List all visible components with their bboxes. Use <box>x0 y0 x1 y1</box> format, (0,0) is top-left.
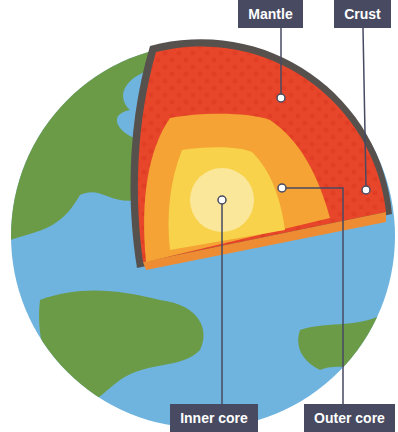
label-text: Crust <box>344 6 381 22</box>
label-tag: Inner core <box>170 404 258 432</box>
leader-lines <box>222 28 366 404</box>
label-tag: Mantle <box>238 0 303 28</box>
mantle-face <box>138 46 386 262</box>
crust-edge <box>130 39 392 268</box>
label-text: Inner core <box>180 410 248 426</box>
label-text: Mantle <box>248 6 292 22</box>
leader-dots <box>218 94 370 204</box>
label-tag: Outer core <box>304 404 395 432</box>
label-tag: Crust <box>334 0 391 28</box>
label-text: Outer core <box>314 410 385 426</box>
inner-core-ring <box>169 147 286 250</box>
